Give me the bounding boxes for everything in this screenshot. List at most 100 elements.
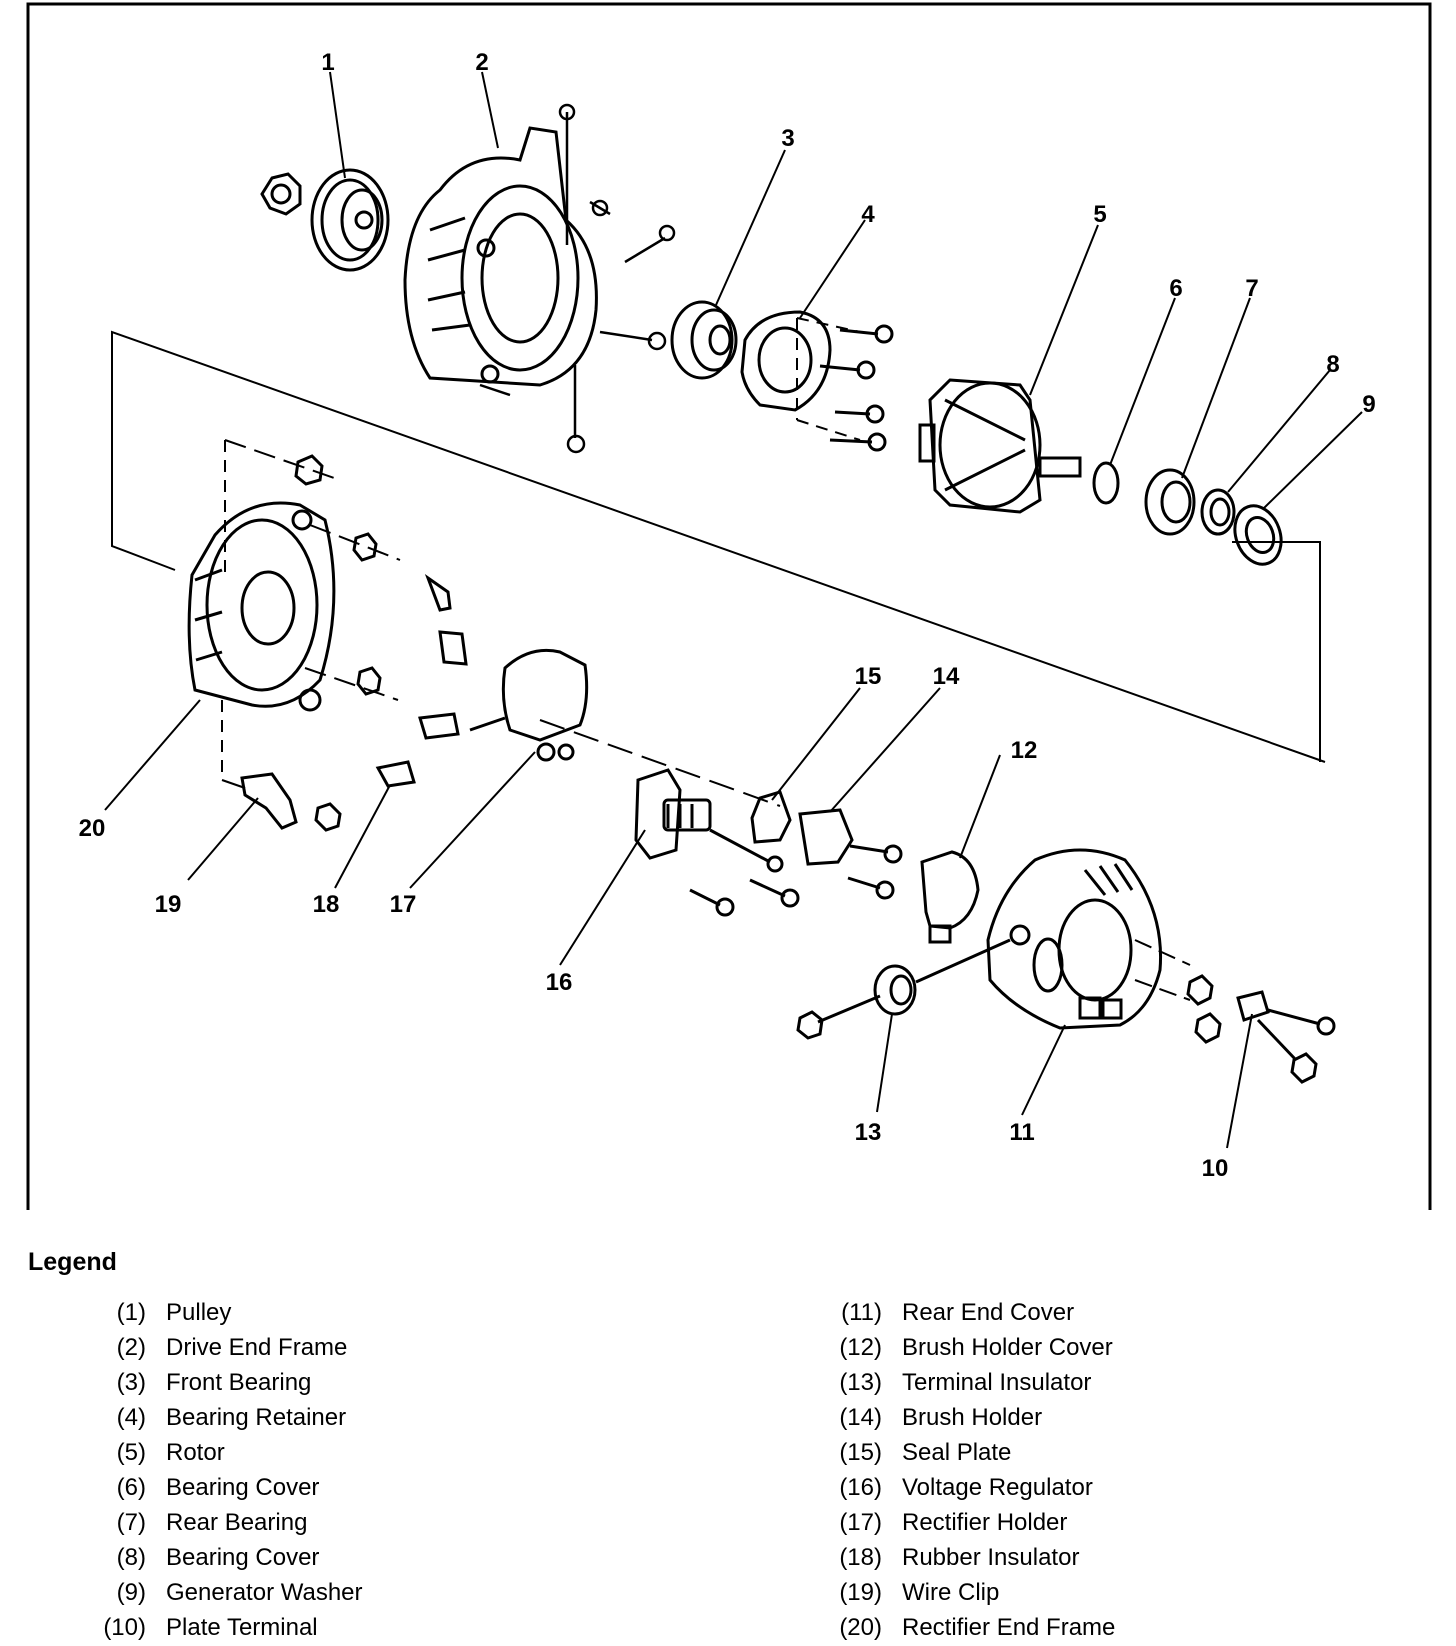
legend-item-label: Drive End Frame	[166, 1334, 348, 1361]
callout-14: 14	[933, 663, 960, 690]
legend-item-number: (18)	[839, 1544, 882, 1571]
voltage-regulator-part	[634, 768, 800, 917]
legend-item: (19)Wire Clip	[806, 1575, 1115, 1610]
legend-item-label: Plate Terminal	[166, 1614, 318, 1641]
legend-item-label: Seal Plate	[902, 1439, 1012, 1466]
wire-clip-part	[240, 772, 298, 830]
legend-item: (3)Front Bearing	[70, 1365, 363, 1400]
legend-item: (8)Bearing Cover	[70, 1540, 363, 1575]
generator-washer-9	[1233, 504, 1283, 566]
legend-item-label: Wire Clip	[902, 1579, 1000, 1606]
legend-item: (6) Bearing Cover	[70, 1470, 363, 1505]
legend-item-number: (5)	[116, 1439, 146, 1466]
assembly-outline	[111, 317, 1326, 1001]
legend-item: (14) Brush Holder	[806, 1400, 1115, 1435]
legend-item-label: Brush Holder	[902, 1404, 1043, 1431]
terminal-insulator-part	[796, 938, 1011, 1040]
legend-item-label: Rear End Cover	[902, 1299, 1075, 1326]
legend-item-number: (12)	[839, 1334, 882, 1361]
legend-item-number: (11)	[841, 1299, 882, 1326]
legend-title: Legend	[28, 1248, 117, 1276]
legend-column-left: (1) Pulley (2) Drive End Frame (3)Front Be…	[70, 1295, 363, 1645]
callout-18: 18	[313, 891, 340, 918]
callout-17: 17	[390, 891, 417, 918]
brush-holder-cover-part	[920, 850, 980, 944]
legend-item: (2) Drive End Frame	[70, 1330, 363, 1365]
rotor-part	[918, 378, 1082, 514]
legend-item-number: (9)	[116, 1579, 146, 1606]
drive-end-frame-part	[403, 126, 598, 387]
legend-item-label: Pulley	[166, 1299, 232, 1326]
legend-item-number: (6)	[116, 1474, 146, 1501]
front-bearing-part	[670, 300, 738, 380]
legend-item: (12) Brush Holder Cover	[806, 1330, 1115, 1365]
callout-6: 6	[1169, 275, 1182, 302]
callout-4: 4	[861, 201, 875, 228]
bearing-retainer-part	[740, 310, 894, 452]
legend-item: (9) Generator Washer	[70, 1575, 363, 1610]
bearing-cover-6	[1092, 461, 1120, 505]
legend-item-number: (17)	[839, 1509, 882, 1536]
rectifier-holder-part	[469, 648, 589, 762]
legend-item-number: (15)	[839, 1439, 882, 1466]
callout-10: 10	[1202, 1155, 1229, 1182]
legend-item-label: Bearing Retainer	[166, 1404, 347, 1431]
legend-item: (17) Rectifier Holder	[806, 1505, 1115, 1540]
legend-item: (5)Rotor	[70, 1435, 363, 1470]
callout-8: 8	[1326, 351, 1339, 378]
legend-item-number: (20)	[839, 1614, 882, 1641]
rear-cover-nuts	[1186, 974, 1222, 1044]
callout-15: 15	[855, 663, 882, 690]
callout-leaders	[104, 71, 1363, 1149]
rear-end-cover-part	[986, 848, 1163, 1030]
legend-item-label: Bearing Cover	[166, 1474, 320, 1501]
callout-7: 7	[1245, 275, 1258, 302]
callout-9: 9	[1362, 391, 1375, 418]
left-hardware	[294, 454, 468, 832]
legend-item-label: Rectifier End Frame	[902, 1614, 1116, 1641]
legend-item: (16) Voltage Regulator	[806, 1470, 1115, 1505]
legend-item-label: Voltage Regulator	[902, 1474, 1093, 1501]
bearing-cover-8	[1200, 488, 1236, 536]
legend-item: (18) Rubber Insulator	[806, 1540, 1115, 1575]
exploded-view-drawing: 1 2 3 4 5 6 7 8 9 10 11 12 13 14 15 16 1…	[26, 2, 1432, 1210]
callout-16: 16	[546, 969, 573, 996]
legend-item-label: Rectifier Holder	[902, 1509, 1068, 1536]
exploded-view-figure: 1 2 3 4 5 6 7 8 9 10 11 12 13 14 15 16 1…	[26, 2, 1432, 1210]
callout-numbers: 1 2 3 4 5 6 7 8 9 10 11 12 13 14 15 16 1…	[79, 49, 1376, 1182]
legend-item: (13)Terminal Insulator	[806, 1365, 1115, 1400]
legend-item: (15) Seal Plate	[806, 1435, 1115, 1470]
legend-item-number: (14)	[839, 1404, 882, 1431]
callout-1: 1	[321, 49, 334, 76]
legend-item-number: (13)	[839, 1369, 882, 1396]
callout-19: 19	[155, 891, 182, 918]
legend-item-number: (2)	[116, 1334, 146, 1361]
legend-item: (10) Plate Terminal	[70, 1610, 363, 1645]
legend-item-number: (1)	[116, 1299, 146, 1326]
legend-item-number: (3)	[116, 1369, 146, 1396]
legend-item-number: (10)	[103, 1614, 146, 1641]
legend-item-number: (7)	[116, 1509, 146, 1536]
legend-item-label: Rubber Insulator	[902, 1544, 1080, 1571]
legend-item-label: Brush Holder Cover	[902, 1334, 1113, 1361]
legend-item-label: Generator Washer	[166, 1579, 363, 1606]
legend-item-number: (8)	[116, 1544, 146, 1571]
legend-item-label: Rear Bearing	[166, 1509, 308, 1536]
pulley-part	[260, 168, 390, 272]
legend-item: (1) Pulley	[70, 1295, 363, 1330]
rear-bearing-7	[1144, 468, 1196, 536]
legend-item: (4) Bearing Retainer	[70, 1400, 363, 1435]
callout-11: 11	[1009, 1119, 1034, 1146]
seal-plate-brush-holder	[750, 790, 903, 900]
callout-3: 3	[781, 125, 794, 152]
callout-2: 2	[475, 49, 488, 76]
callout-5: 5	[1093, 201, 1106, 228]
plate-terminal-part	[1236, 990, 1336, 1084]
legend-column-right: (11) Rear End Cover (12) Brush Holder Cove…	[806, 1295, 1115, 1645]
legend-item-number: (4)	[116, 1404, 146, 1431]
figure-frame	[26, 2, 1432, 1210]
legend-item-number: (16)	[839, 1474, 882, 1501]
callout-13: 13	[855, 1119, 882, 1146]
rear-bearing-stack	[1092, 461, 1283, 566]
rectifier-end-frame-part	[187, 501, 336, 712]
